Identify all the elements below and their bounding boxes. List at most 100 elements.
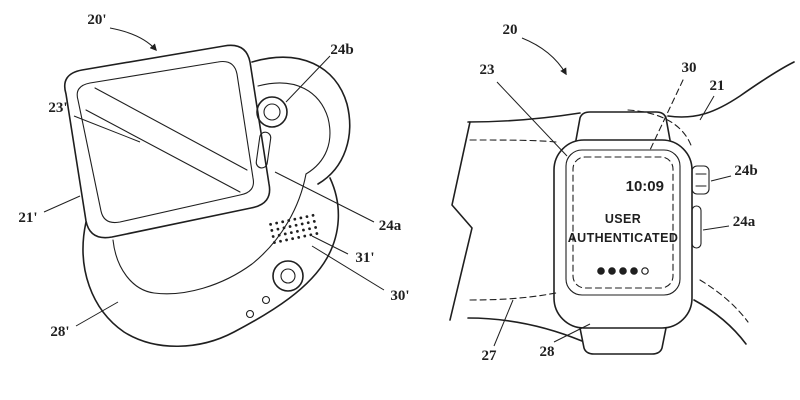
patch-dot [300,222,304,226]
patch-dot [311,213,315,217]
screen-message-line1: USER [605,212,641,226]
band-small-hole [261,295,271,305]
patch-dot [269,222,272,226]
patch-dot [279,239,282,243]
label-20: 20 [503,22,518,38]
label-30-prime: 30' [390,288,409,304]
label-21: 21 [710,78,725,94]
patch-dot [291,237,295,241]
screen-reflection [94,87,248,171]
patch-dot [293,217,297,221]
band-hole-ring [272,260,304,292]
label-24b: 24b [734,163,757,179]
page-dot [641,267,649,275]
patch-dot [294,223,298,227]
label-30: 30 [682,60,697,76]
label-20-prime: 20' [87,12,106,28]
patch-dot [285,238,288,242]
screen-content: 10:09 USER AUTHENTICATED [568,178,679,275]
patch-dot [276,227,280,231]
break-line [449,121,473,321]
leader-20-prime [109,27,157,52]
band-strap-left [82,173,340,347]
label-28: 28 [540,344,555,360]
band-small-hole [245,309,255,319]
patch-dot [314,226,317,229]
crown-right [691,165,710,195]
leader-24a-left [274,171,375,223]
label-28-prime: 28' [50,324,69,340]
sensor-patch [269,213,319,244]
patch-dot [289,231,293,235]
crown-left [256,96,288,128]
hidden-band-edge-lower [699,279,749,323]
watch-case-left [63,44,271,239]
leader-27 [493,299,514,347]
patch-dot [306,221,310,225]
page-dot [608,267,616,275]
left-leader-lines [43,27,385,327]
label-23: 23 [480,62,495,78]
leader-24b-prime [285,55,331,103]
screen-message-line2: AUTHENTICATED [568,231,679,245]
leader-23-prime [73,115,141,143]
leader-30 [649,79,684,151]
right-front-view: 10:09 USER AUTHENTICATED 20 23 30 21 24b… [449,22,795,364]
hidden-band-edge [627,109,693,149]
patch-dot [283,232,287,236]
patch-dot [315,232,319,235]
band-right-segment [667,61,795,345]
label-21-prime: 21' [18,210,37,226]
patch-dot [270,229,274,232]
patch-dot [296,229,299,233]
patch-dot [302,228,305,232]
leader-21-prime [43,195,81,213]
patch-dot [299,216,303,220]
patch-dot [308,227,311,231]
leader-28-prime [75,301,119,327]
page-dot [619,267,627,275]
label-24a: 24a [733,214,756,230]
page-dots [597,267,649,275]
patch-dot [277,233,281,237]
side-button-right [691,205,702,249]
watch-screen [565,149,681,296]
label-24a-left: 24a [379,218,402,234]
band-hole-inner [280,268,296,284]
patch-dot [281,220,285,224]
side-button-left [255,131,272,169]
top-strap [575,111,671,141]
bottom-strap [579,327,667,355]
leader-24b-right [710,175,732,182]
left-perspective-view: 20' 24b 23' 21' 24a 31' 30' 28' [18,12,410,347]
leader-21 [699,95,715,121]
patch-dot [273,241,276,244]
patch-dot [312,219,316,223]
patch-dot [303,234,307,238]
label-24b-left: 24b [330,42,353,58]
patch-dot [271,235,275,238]
leader-24a-right [702,225,730,231]
patch-dot [275,221,279,225]
band-loop-left [251,56,351,185]
patch-dot [297,235,301,239]
screen-time: 10:09 [626,178,664,195]
patch-dot [309,233,313,237]
page-dot [597,267,605,275]
band-left-segment [449,112,583,342]
screen-reflection [85,109,241,193]
patch-dot [287,219,291,222]
leader-20 [521,37,567,76]
patch-dot [282,226,286,230]
label-23-prime: 23' [48,100,67,116]
leader-31-prime [311,235,349,255]
leader-30-prime [311,245,385,291]
patch-dot [288,225,292,228]
leader-23 [496,81,568,157]
page-dot [630,267,638,275]
leader-28 [553,323,591,343]
right-leader-lines [493,37,732,347]
label-31-prime: 31' [355,250,374,266]
